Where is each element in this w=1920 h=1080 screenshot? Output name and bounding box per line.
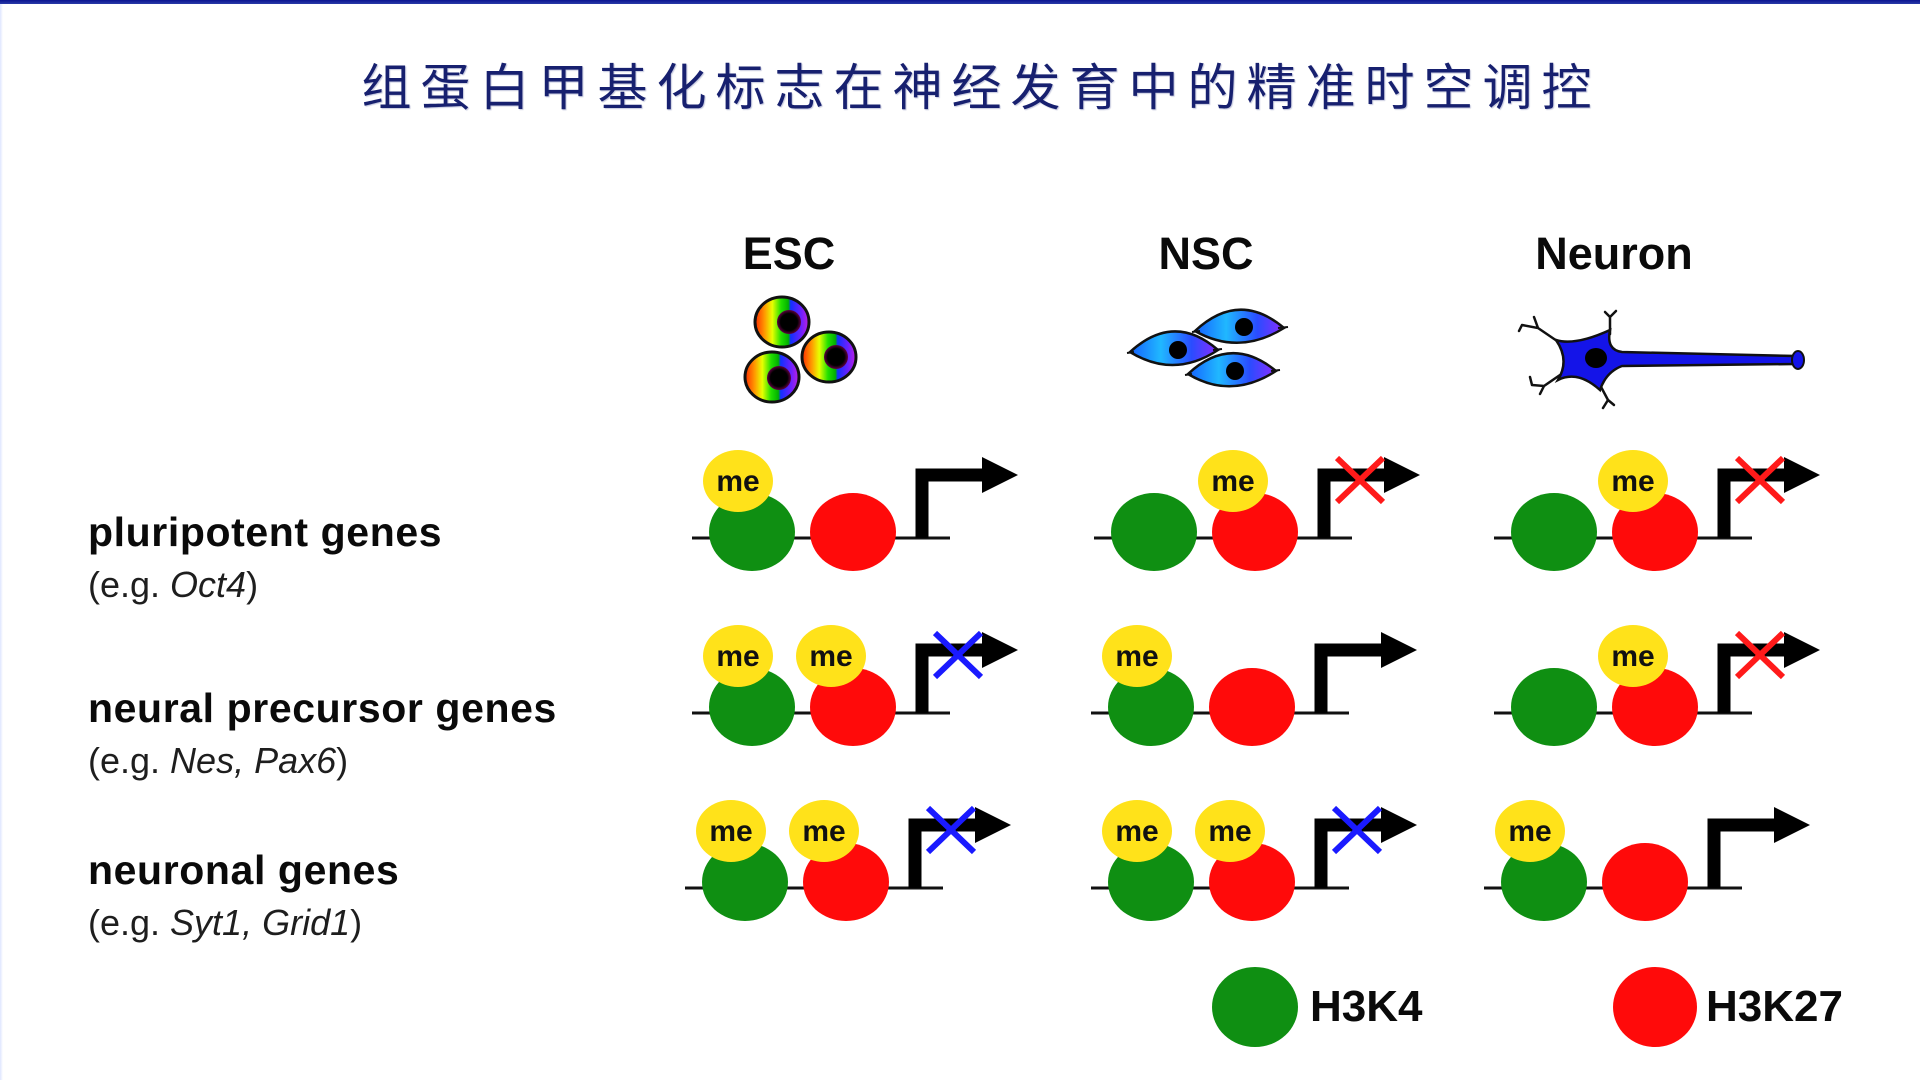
gene-class-label: pluripotent genes	[88, 509, 443, 555]
transcription-blocked-x-icon	[1331, 805, 1383, 855]
h3k27-nucleosome	[1612, 668, 1698, 746]
gene-class-label: neural precursor genes	[88, 685, 557, 731]
methyl-label: me	[809, 640, 852, 673]
methyl-mark: me	[789, 800, 859, 862]
h3k4-nucleosome	[1108, 668, 1194, 746]
h3k27-nucleosome	[1212, 493, 1298, 571]
nsc-cell-icon	[1126, 330, 1223, 367]
methyl-label: me	[709, 815, 752, 848]
methyl-label: me	[1208, 815, 1251, 848]
methyl-mark: me	[1102, 625, 1172, 687]
h3k4-nucleosome	[1511, 668, 1597, 746]
h3k4-nucleosome	[1111, 493, 1197, 571]
esc-cell-icon	[743, 350, 801, 404]
h3k27-nucleosome	[1612, 493, 1698, 571]
methyl-mark: me	[1198, 450, 1268, 512]
gene-example: (e.g. Nes, Pax6)	[88, 738, 557, 784]
slide-left-edge	[0, 4, 3, 1080]
methyl-label: me	[802, 815, 845, 848]
methyl-mark: me	[696, 800, 766, 862]
h3k27-nucleosome	[1602, 843, 1688, 921]
methyl-label: me	[1211, 465, 1254, 498]
column-label-neuron: Neuron	[1535, 228, 1693, 279]
example-suffix: )	[336, 740, 349, 781]
h3k4-nucleosome	[702, 843, 788, 921]
gene-locus-neural-precursor-nsc: me	[1091, 625, 1417, 746]
nsc-cell-icon	[1184, 352, 1281, 388]
esc-cell-icon	[800, 330, 858, 384]
gene-locus-pluripotent-nsc: me	[1094, 450, 1420, 571]
gene-locus-neural-precursor-neuron: me	[1494, 625, 1820, 746]
legend-label-h3k4: H3K4	[1310, 982, 1423, 1031]
nsc-cell-cluster-icon	[1126, 308, 1289, 388]
transcription-blocked-x-icon	[1734, 630, 1786, 680]
transcription-blocked-x-icon	[1734, 455, 1786, 505]
transcription-start-arrow-icon	[1314, 632, 1417, 713]
slide-title: 组蛋白甲基化标志在神经发育中的精准时空调控	[361, 59, 1601, 117]
methyl-mark: me	[1495, 800, 1565, 862]
example-prefix: (e.g.	[88, 740, 171, 781]
methyl-label: me	[716, 465, 759, 498]
h3k4-nucleosome	[709, 668, 795, 746]
transcription-start-arrow-icon	[915, 457, 1018, 538]
methyl-label: me	[1611, 465, 1654, 498]
transcription-start-arrow-icon	[1707, 807, 1810, 888]
column-label-esc: ESC	[742, 228, 836, 279]
methyl-label: me	[716, 640, 759, 673]
methyl-mark: me	[703, 450, 773, 512]
h3k27-nucleosome	[1209, 843, 1295, 921]
column-label-nsc: NSC	[1158, 228, 1254, 279]
example-genes: Nes, Pax6	[170, 740, 337, 781]
gene-locus-pluripotent-esc: me	[692, 450, 1018, 571]
slide-top-accent-bar	[0, 0, 1920, 4]
nsc-cell-icon	[1191, 308, 1289, 344]
h3k4-nucleosome	[1108, 843, 1194, 921]
methyl-mark: me	[1102, 800, 1172, 862]
h3k4-nucleosome	[1501, 843, 1587, 921]
transcription-blocked-x-icon	[1334, 455, 1386, 505]
esc-cell-cluster-icon	[743, 295, 858, 404]
methyl-mark: me	[1598, 625, 1668, 687]
row-label-pluripotent: pluripotent genes (e.g. Oct4)	[88, 508, 442, 608]
example-prefix: (e.g.	[88, 564, 171, 605]
gene-locus-neuronal-neuron: me	[1484, 800, 1810, 921]
gene-locus-neuronal-esc: me me	[685, 800, 1011, 921]
h3k27-nucleosome	[1209, 668, 1295, 746]
methyl-mark: me	[796, 625, 866, 687]
h3k4-nucleosome	[1511, 493, 1597, 571]
gene-locus-neural-precursor-esc: me me	[692, 625, 1018, 746]
example-genes: Syt1, Grid1	[170, 902, 351, 943]
legend-label-h3k27: H3K27	[1706, 982, 1843, 1031]
h3k4-nucleosome	[709, 493, 795, 571]
methyl-label: me	[1115, 815, 1158, 848]
methyl-label: me	[1508, 815, 1551, 848]
gene-example: (e.g. Oct4)	[88, 562, 442, 608]
h3k27-nucleosome	[803, 843, 889, 921]
example-genes: Oct4	[170, 564, 247, 605]
methyl-label: me	[1115, 640, 1158, 673]
legend-swatch-h3k4	[1212, 967, 1298, 1047]
h3k27-nucleosome	[810, 493, 896, 571]
gene-class-label: neuronal genes	[88, 847, 400, 893]
legend-swatch-h3k27	[1613, 967, 1697, 1047]
example-suffix: )	[350, 902, 363, 943]
transcription-blocked-x-icon	[932, 630, 984, 680]
h3k27-nucleosome	[810, 668, 896, 746]
example-suffix: )	[246, 564, 259, 605]
neuron-icon	[1517, 309, 1805, 410]
row-label-neuronal: neuronal genes (e.g. Syt1, Grid1)	[88, 846, 399, 946]
gene-locus-neuronal-nsc: me me	[1091, 800, 1417, 921]
methyl-label: me	[1611, 640, 1654, 673]
methyl-mark: me	[1598, 450, 1668, 512]
example-prefix: (e.g.	[88, 902, 171, 943]
row-label-neural-precursor: neural precursor genes (e.g. Nes, Pax6)	[88, 684, 557, 784]
esc-cell-icon	[753, 295, 811, 349]
methyl-mark: me	[703, 625, 773, 687]
gene-example: (e.g. Syt1, Grid1)	[88, 900, 399, 946]
gene-locus-pluripotent-neuron: me	[1494, 450, 1820, 571]
methyl-mark: me	[1195, 800, 1265, 862]
transcription-blocked-x-icon	[925, 805, 977, 855]
